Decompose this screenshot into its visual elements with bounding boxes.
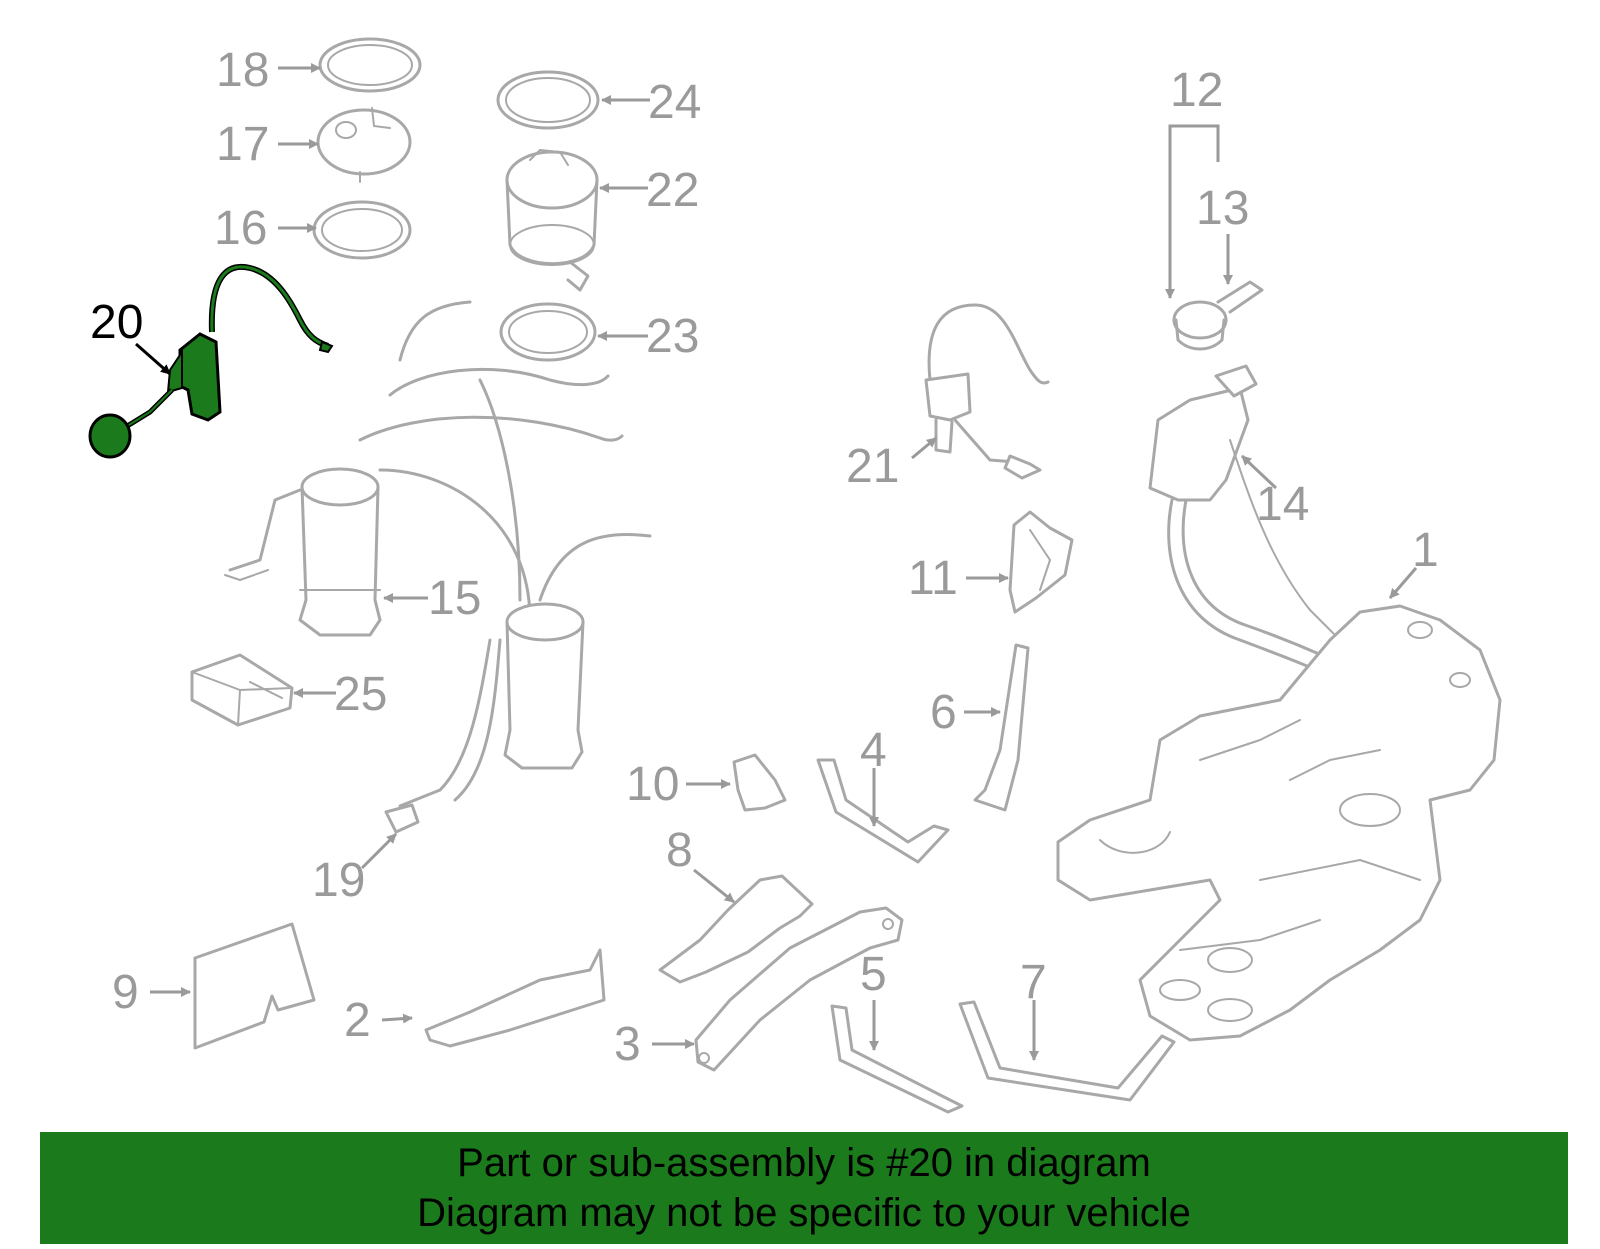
part-4-strap[interactable] [816,758,950,864]
callout-9: 9 [112,966,139,1019]
callout-labels: 1 2 3 4 5 6 7 8 9 10 11 12 13 14 15 16 1… [90,44,1439,1071]
callout-15: 15 [428,572,481,625]
part-2-bracket[interactable] [424,948,606,1048]
callout-25: 25 [334,668,387,721]
callout-13: 13 [1196,182,1249,235]
part-21-level-sender[interactable] [924,303,1050,480]
callout-22: 22 [646,164,699,217]
callout-20: 20 [90,296,143,349]
callout-1: 1 [1412,524,1439,577]
callout-2: 2 [344,994,371,1047]
part-25-control-module[interactable] [190,653,294,727]
callout-23: 23 [646,310,699,363]
part-23-seal[interactable] [499,302,597,362]
callout-21: 21 [846,440,899,493]
parts-diagram: 1 2 3 4 5 6 7 8 9 10 11 12 13 14 15 16 1… [88,37,1502,1114]
callout-3: 3 [614,1018,641,1071]
callout-7: 7 [1020,956,1047,1009]
callout-17: 17 [216,118,269,171]
leader-lines [135,63,1418,1061]
part-5-strap[interactable] [830,1004,964,1114]
callout-10: 10 [626,758,679,811]
part-3-crossmember[interactable] [694,906,904,1072]
part-15-fuel-pump-assembly[interactable] [224,300,652,808]
part-18-lock-ring[interactable] [318,37,422,93]
part-9-shield[interactable] [193,922,316,1050]
callout-24: 24 [648,76,701,129]
part-17-flange[interactable] [316,107,412,183]
part-13-valve[interactable] [1216,280,1264,314]
part-7-strap[interactable] [958,1000,1176,1102]
callout-8: 8 [666,824,693,877]
info-banner: Part or sub-assembly is #20 in diagram D… [40,1132,1568,1244]
part-12-filler-neck-cap[interactable] [1172,300,1228,351]
part-16-seal[interactable] [312,200,412,260]
banner-line-part-number: Part or sub-assembly is #20 in diagram [457,1141,1151,1185]
callout-19: 19 [312,854,365,907]
callout-16: 16 [214,202,267,255]
part-8-heat-shield[interactable] [658,874,814,984]
callout-12: 12 [1170,64,1223,117]
callout-11: 11 [908,552,958,605]
callout-5: 5 [860,948,887,1001]
part-20-fuel-level-sender[interactable] [88,263,334,459]
part-22-fuel-pump-module[interactable] [505,149,599,292]
part-24-lock-ring[interactable] [496,70,600,130]
part-6-strap[interactable] [973,643,1030,812]
callout-4: 4 [860,724,887,777]
callout-18: 18 [216,44,269,97]
part-1-fuel-tank[interactable] [1056,604,1502,1042]
part-10-bracket[interactable] [732,753,787,812]
banner-line-disclaimer: Diagram may not be specific to your vehi… [417,1191,1191,1235]
part-19-connector[interactable] [384,803,420,834]
part-11-bracket[interactable] [1008,510,1074,614]
callout-6: 6 [930,686,957,739]
callout-14: 14 [1256,478,1309,531]
